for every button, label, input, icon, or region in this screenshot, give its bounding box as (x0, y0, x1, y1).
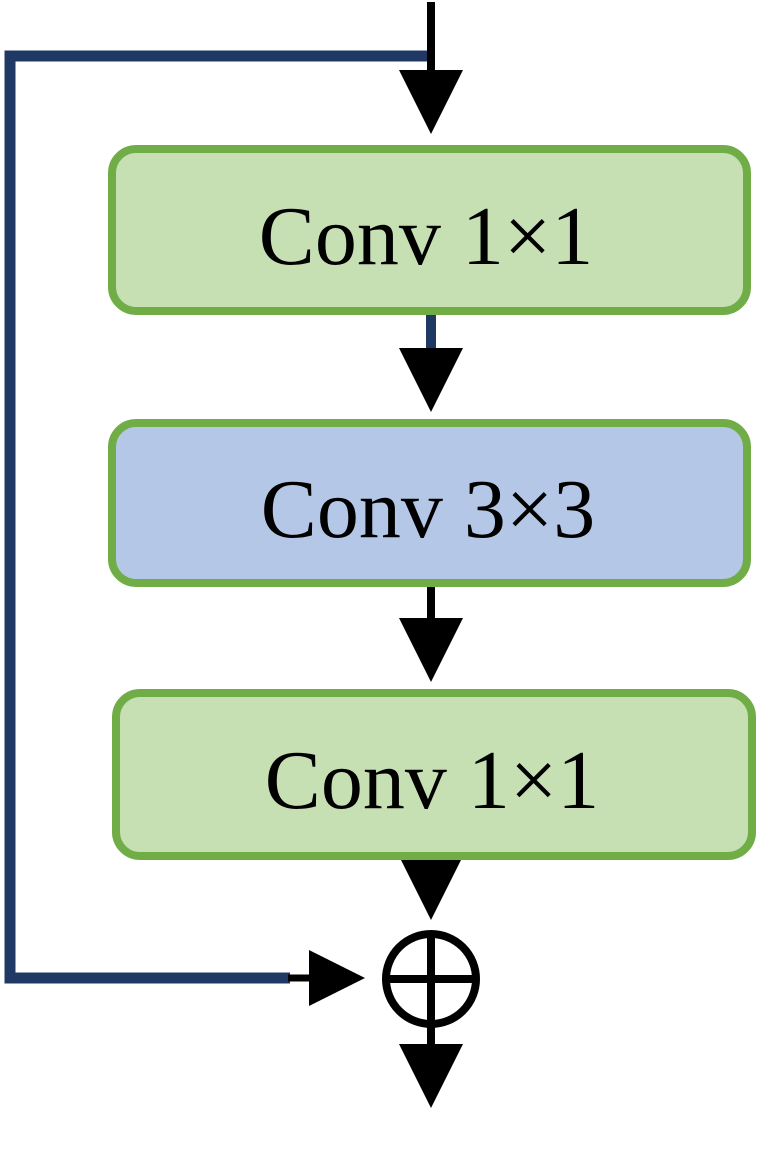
circled-plus-icon (382, 930, 480, 1028)
conv-block-1-label: Conv 1×1 (259, 190, 593, 283)
conv-block-2: Conv 3×3 (108, 419, 751, 587)
conv-block-2-label: Conv 3×3 (261, 463, 595, 556)
conv-block-3-label: Conv 1×1 (265, 734, 599, 827)
conv-block-3: Conv 1×1 (112, 689, 756, 860)
skip-connection (4, 50, 430, 984)
conv-block-1: Conv 1×1 (108, 145, 751, 315)
